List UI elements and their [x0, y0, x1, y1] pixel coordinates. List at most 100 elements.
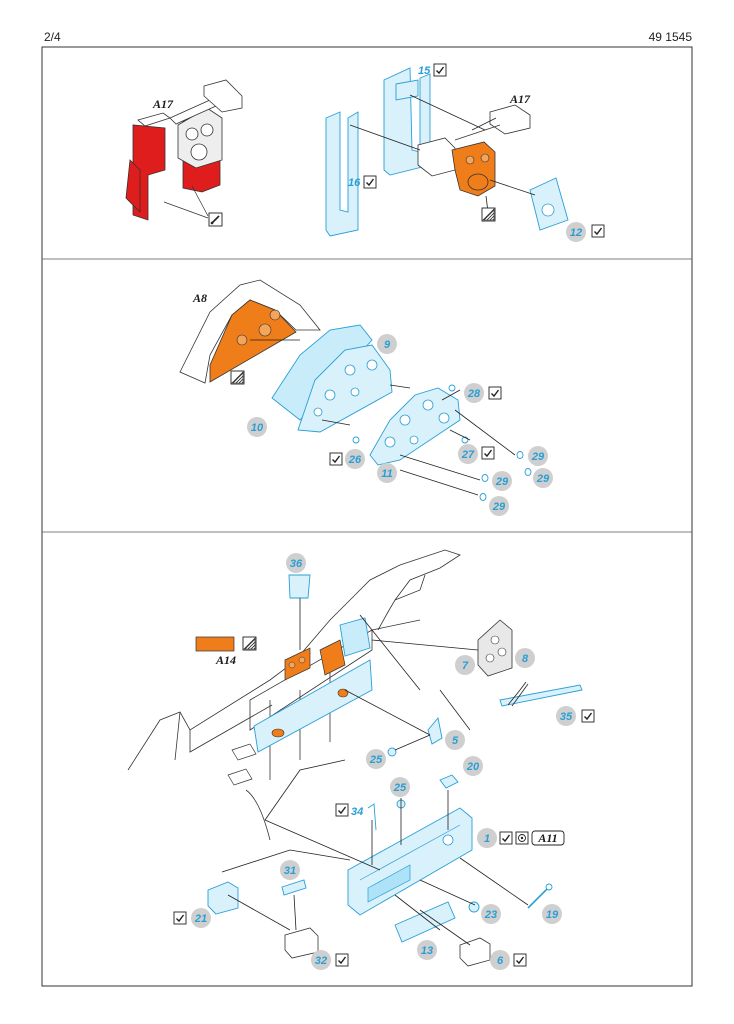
part-29-label: 29 — [536, 473, 550, 485]
part-32-block — [284, 927, 319, 959]
part-9-label: 9 — [384, 339, 391, 351]
set-code: 49 1545 — [648, 30, 692, 44]
check-box-icon — [335, 803, 349, 817]
part-31-label: 31 — [284, 865, 296, 877]
part-callout-bubble — [492, 471, 512, 491]
part-35-label: 35 — [560, 711, 573, 723]
check-box-icon — [513, 953, 527, 967]
part-callout-bubble — [191, 908, 211, 928]
pe-part-20 — [439, 774, 459, 789]
part-callout-bubble — [366, 749, 386, 769]
section-1-seat-assembly: A17 A17 15 — [125, 63, 605, 242]
check-box-icon — [335, 953, 349, 967]
pe-small-rings — [352, 384, 532, 501]
leader-lines — [349, 94, 536, 213]
pe-part-25 — [387, 747, 397, 757]
part-26-label: 26 — [348, 454, 362, 466]
part-callout-bubble — [556, 706, 576, 726]
part-1-label: 1 — [484, 833, 490, 845]
part-5-label: 5 — [452, 735, 459, 747]
part-callout-bubble — [311, 950, 331, 970]
check-box-icon — [581, 709, 595, 723]
part-callout-bubble — [286, 553, 306, 573]
part-6-label: 6 — [497, 955, 504, 967]
pe-part-23 — [468, 901, 480, 913]
part-callout-bubble — [377, 463, 397, 483]
part-6-block — [459, 937, 491, 967]
check-box-icon — [173, 911, 187, 925]
part-callout-bubble — [490, 950, 510, 970]
part-12-label: 12 — [570, 227, 582, 239]
part-callout-bubble — [390, 777, 410, 797]
check-box-icon — [481, 446, 495, 460]
part-callout-bubble — [247, 417, 267, 437]
pe-part-1-box — [347, 807, 473, 916]
part-32-label: 32 — [315, 955, 327, 967]
paint-hatch-icon — [230, 370, 245, 385]
page-number: 2/4 — [44, 30, 61, 44]
loose-blocks — [227, 743, 257, 786]
section-3-cockpit-sidewall: 36 A14 8 7 35 5 25 20 — [127, 549, 595, 970]
part-29-label: 29 — [495, 476, 509, 488]
label-a17-left: A17 — [152, 97, 174, 111]
part-25-label: 25 — [369, 754, 383, 766]
part-callout-bubble — [463, 756, 483, 776]
label-a11: A11 — [537, 831, 557, 845]
paint-hatch-icon — [481, 207, 496, 222]
pe-part-12-panel — [529, 177, 569, 231]
part-19-label: 19 — [546, 909, 559, 921]
part-13-label: 13 — [421, 945, 433, 957]
part-8-label: 8 — [522, 653, 529, 665]
part-34-label: 34 — [351, 806, 363, 818]
part-callout-bubble — [481, 904, 501, 924]
seat-red-painted — [125, 79, 243, 221]
part-16-label: 16 — [348, 177, 361, 189]
part-callout-bubble — [489, 496, 509, 516]
pe-seat-frames — [325, 67, 431, 237]
label-a8: A8 — [192, 291, 207, 305]
paint-brush-icon — [208, 212, 223, 227]
part-callout-bubble — [533, 468, 553, 488]
part-callout-bubble — [528, 446, 548, 466]
part-15-label: 15 — [418, 65, 431, 77]
part-21-label: 21 — [194, 913, 207, 925]
part-27-label: 27 — [461, 449, 475, 461]
part-ref-box — [531, 830, 565, 846]
leader-lines — [221, 614, 529, 946]
part-36-label: 36 — [290, 558, 303, 570]
part-23-label: 23 — [484, 909, 497, 921]
section-2-instrument-panel: A8 — [179, 279, 553, 516]
part-callout-bubble — [515, 648, 535, 668]
panel-a8-shape — [179, 279, 321, 384]
check-box-icon — [433, 63, 447, 77]
color-swatch-orange — [195, 636, 235, 652]
part-ref-icon — [515, 831, 529, 845]
part-25-label: 25 — [393, 782, 407, 794]
check-box-icon — [499, 831, 513, 845]
part-28-label: 28 — [467, 388, 481, 400]
check-box-icon — [591, 224, 605, 238]
pe-part-19 — [545, 883, 553, 891]
sidewall-orange-parts — [284, 617, 371, 681]
part-callout-bubble — [455, 655, 475, 675]
pe-part-11-panel — [369, 387, 461, 466]
pe-part-31 — [281, 879, 307, 896]
part-callout-bubble — [377, 334, 397, 354]
label-a17-right: A17 — [509, 92, 531, 106]
part-10-label: 10 — [251, 422, 264, 434]
part-callout-bubble — [417, 940, 437, 960]
part-callout-bubble — [542, 904, 562, 924]
pe-part-9-panel — [297, 344, 393, 433]
paint-hatch-icon — [242, 636, 257, 651]
part-callout-bubble — [477, 828, 497, 848]
part-callout-bubble — [445, 730, 465, 750]
part-callout-bubble — [464, 383, 484, 403]
part-29-label: 29 — [531, 451, 545, 463]
part-callout-bubble — [566, 222, 586, 242]
part-29-label: 29 — [492, 501, 506, 513]
part-7-label: 7 — [462, 660, 469, 672]
part-7-8-shape — [477, 619, 513, 677]
part-20-label: 20 — [466, 761, 480, 773]
fuselage-outline — [127, 549, 461, 841]
